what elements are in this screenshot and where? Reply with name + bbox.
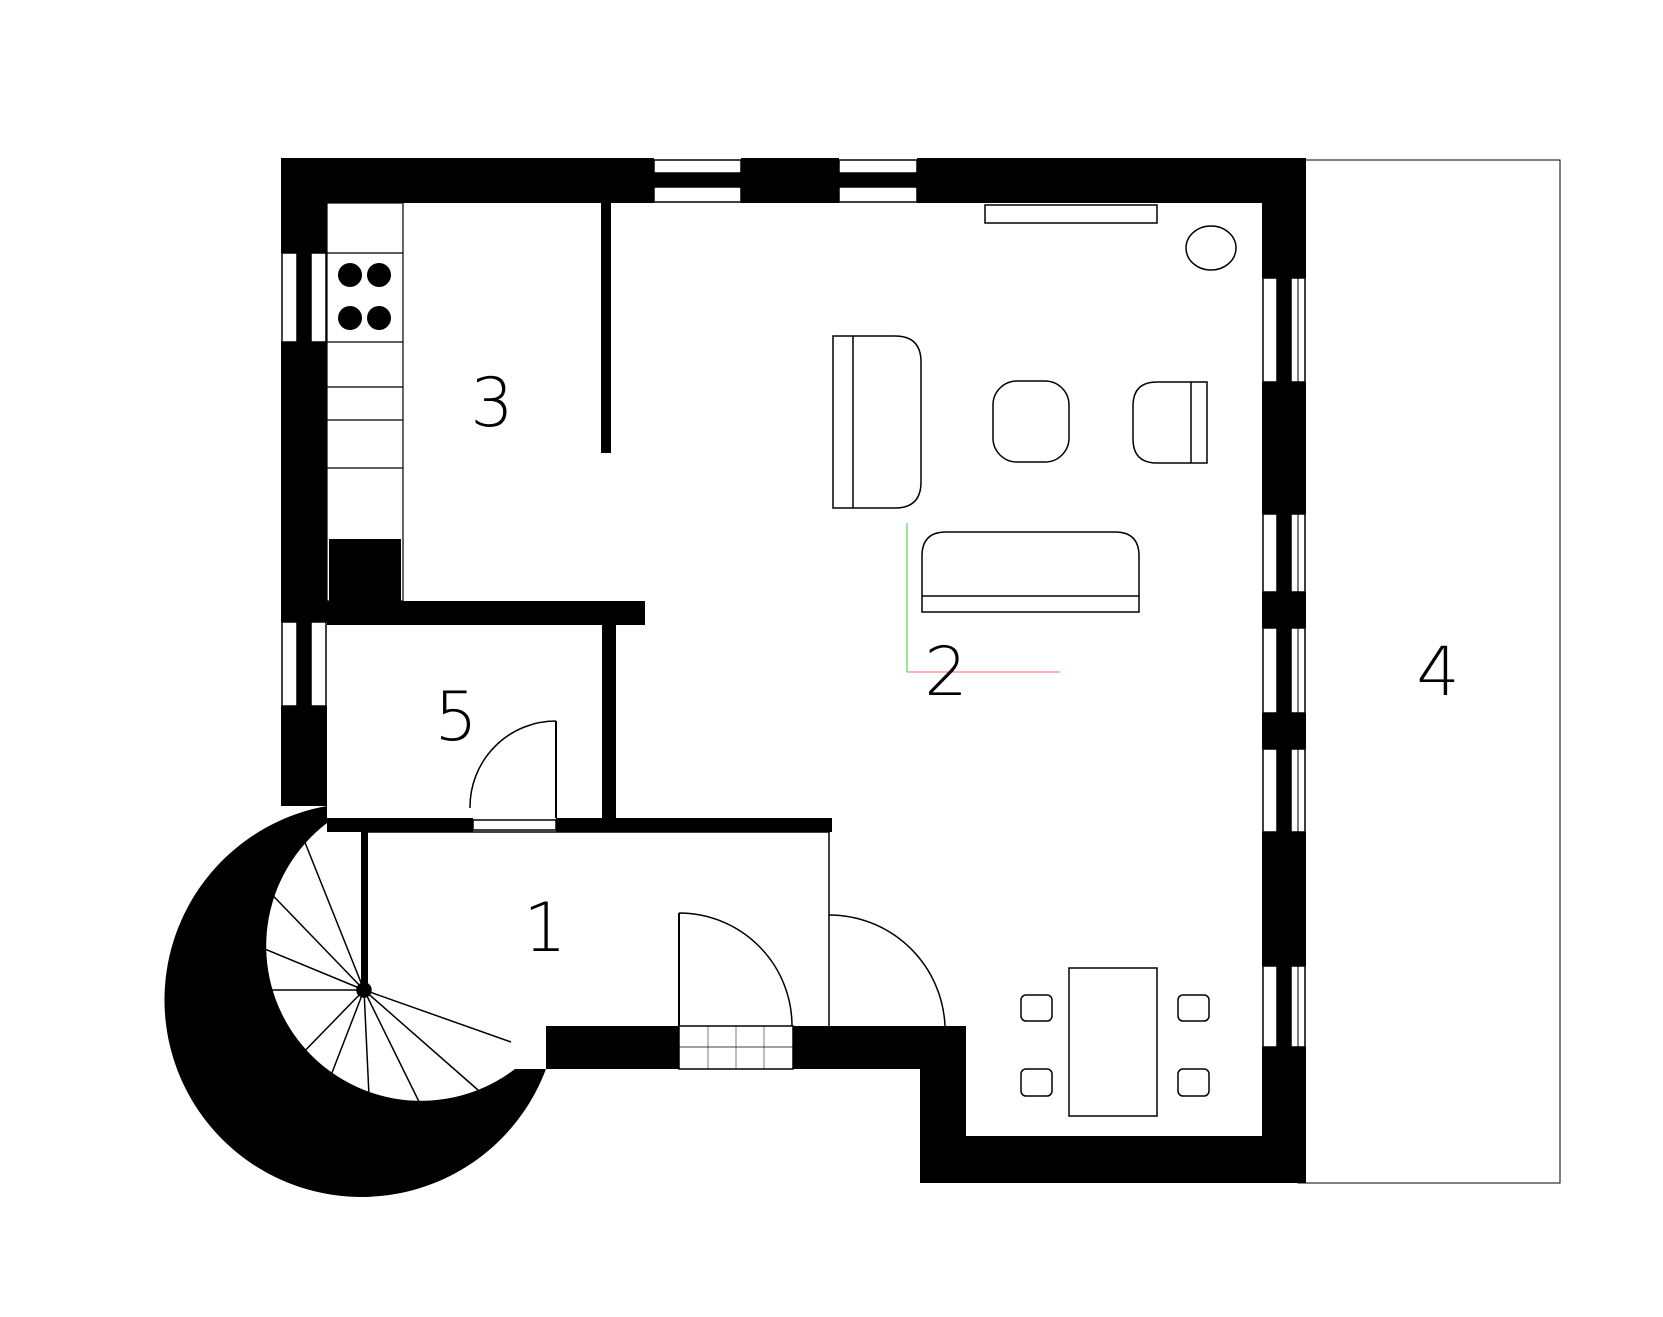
- living-door: [828, 914, 946, 1027]
- sofa-left: [832, 335, 922, 509]
- window-right-2: [1262, 513, 1306, 593]
- window-top-1: [653, 159, 742, 203]
- dining-chair: [1177, 994, 1210, 1022]
- dining-table: [1068, 967, 1158, 1117]
- window-left-2: [281, 621, 327, 707]
- plant-pot: [1185, 225, 1237, 271]
- window-left-1: [281, 252, 327, 343]
- room-label-1: 1: [523, 889, 566, 968]
- armchair: [1132, 381, 1208, 464]
- storage-door: [469, 720, 557, 831]
- dining-chair: [1020, 994, 1053, 1022]
- pouf: [992, 380, 1070, 463]
- interior-walls: [327, 203, 832, 992]
- window-right-3: [1262, 627, 1306, 714]
- tv-unit: [984, 204, 1158, 224]
- windows: [281, 159, 1306, 1048]
- dining-chair: [1020, 1068, 1053, 1097]
- spiral-stair: [217, 839, 512, 1139]
- room-label-5: 5: [434, 678, 477, 757]
- window-top-2: [838, 159, 918, 203]
- stair-tower-wall: [164, 806, 546, 1197]
- window-right-5: [1262, 965, 1306, 1048]
- fridge-icon: [329, 539, 401, 601]
- window-right-1: [1262, 277, 1306, 383]
- exterior-walls: [281, 158, 1306, 1183]
- room-label-4: 4: [1416, 633, 1459, 712]
- entrance-door: [678, 912, 794, 1070]
- window-right-4: [1262, 748, 1306, 833]
- room-label-2: 2: [924, 633, 967, 712]
- dining-chair: [1177, 1068, 1210, 1097]
- living-furniture: [832, 204, 1237, 1117]
- room-label-3: 3: [470, 364, 513, 443]
- terrace-outline: [1297, 159, 1561, 1184]
- sofa-bottom: [921, 531, 1140, 613]
- stove-icon: [338, 263, 391, 330]
